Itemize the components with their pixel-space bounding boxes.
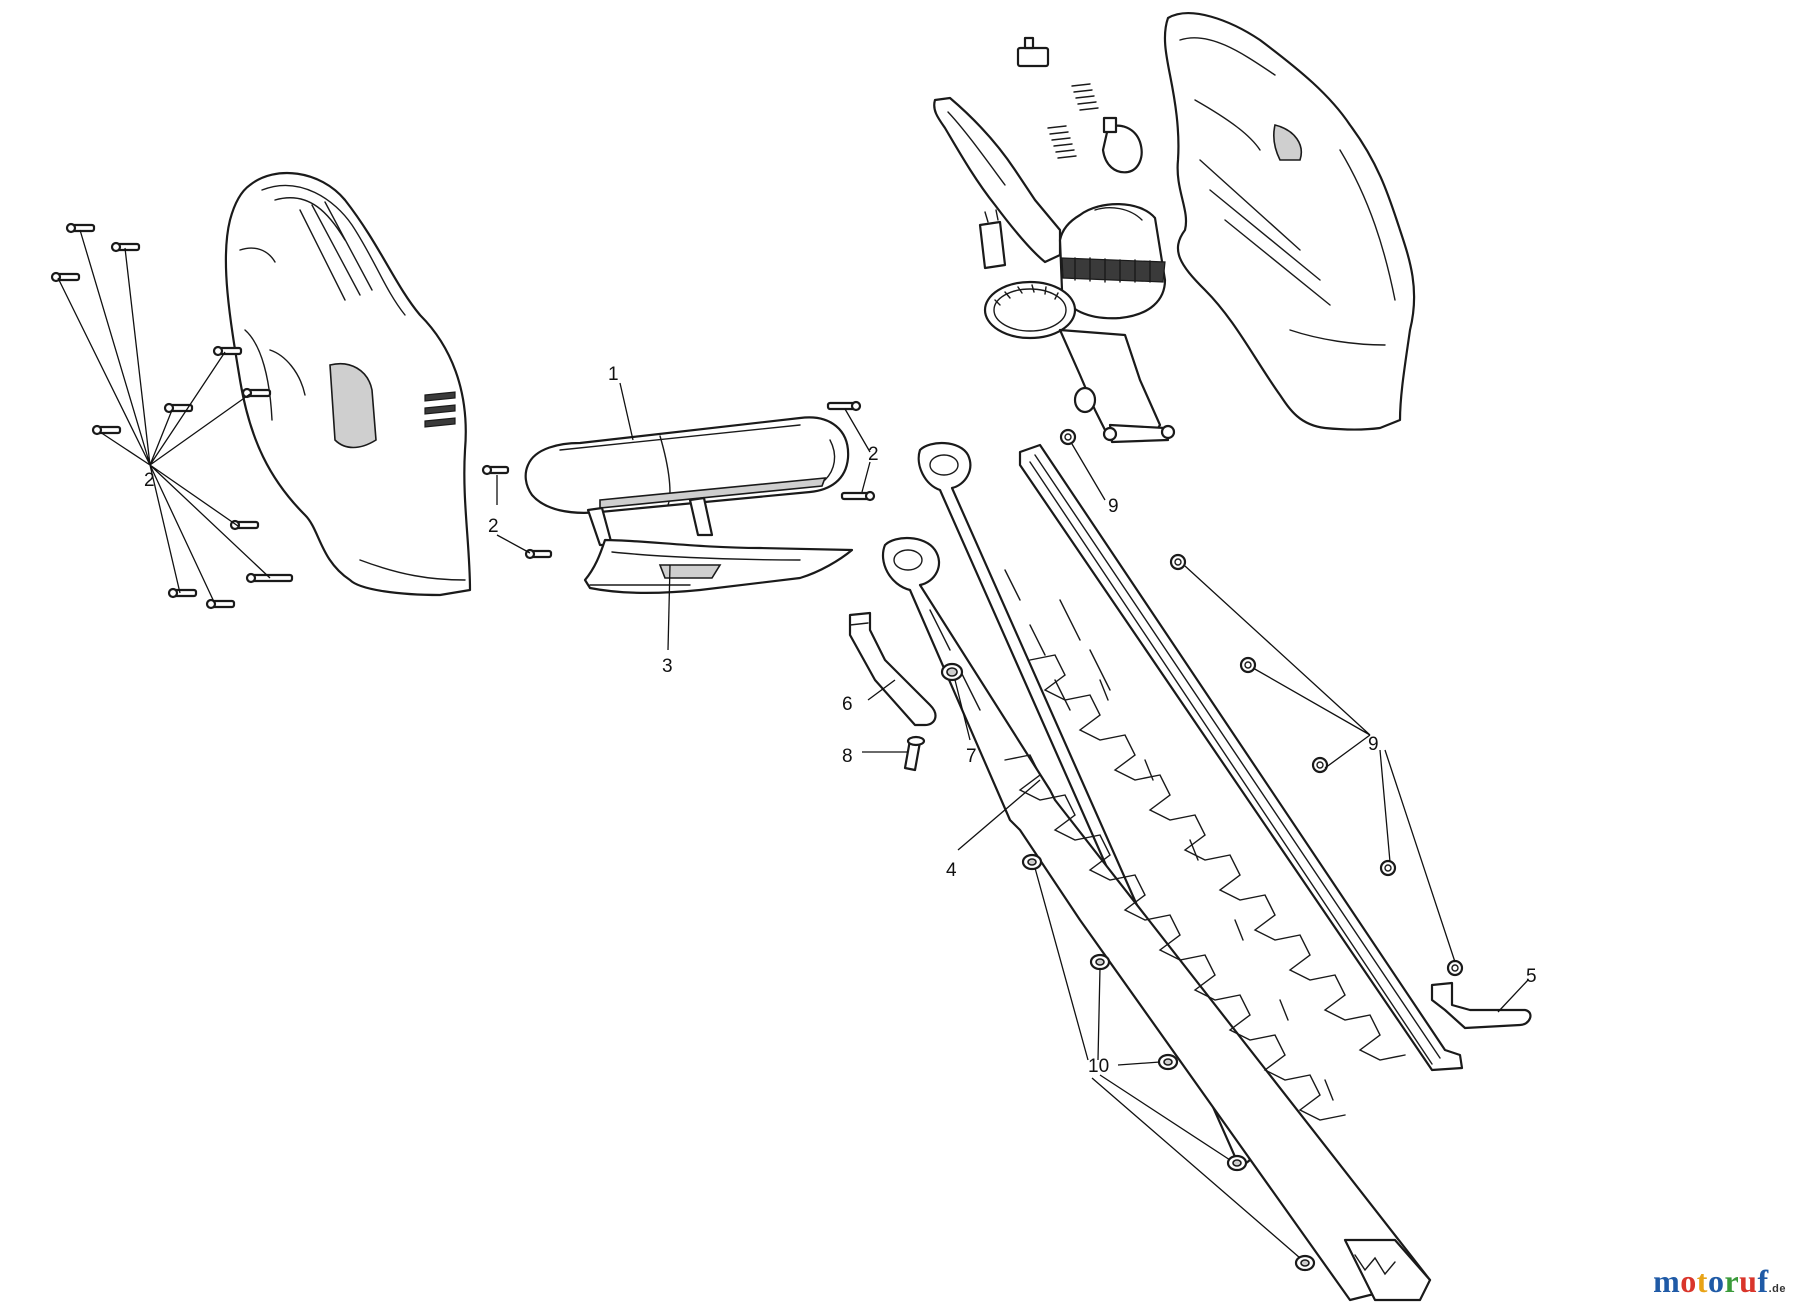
callout-1: 1 <box>608 364 619 385</box>
watermark-letter: f <box>1757 1263 1769 1299</box>
screw <box>110 241 141 253</box>
screw <box>481 464 510 476</box>
callout-9-upper: 9 <box>1108 496 1119 517</box>
watermark-letter: m <box>1653 1263 1681 1299</box>
callout-2-right: 2 <box>868 444 879 465</box>
screw <box>229 519 260 531</box>
watermark-letter: o <box>1707 1263 1725 1299</box>
callout-9-lower: 9 <box>1368 734 1379 755</box>
vent-slots <box>424 391 456 428</box>
screw-cluster-left <box>50 222 876 610</box>
right-housing-half <box>1163 12 1416 431</box>
screw <box>826 400 862 412</box>
washer <box>1089 953 1111 971</box>
bushing <box>940 662 964 682</box>
left-housing-half <box>224 171 472 597</box>
switch <box>1016 36 1050 68</box>
screw <box>205 598 236 610</box>
motor-assembly <box>933 36 1176 444</box>
spring <box>1071 83 1099 111</box>
screw <box>241 387 272 399</box>
trigger-button <box>1101 116 1143 174</box>
leader-lines <box>57 229 1529 1259</box>
callout-3: 3 <box>662 656 673 677</box>
callout-6: 6 <box>842 694 853 715</box>
nut <box>1379 859 1397 877</box>
screw <box>212 345 243 357</box>
screw <box>167 587 198 599</box>
callout-5: 5 <box>1526 966 1537 987</box>
bracket <box>848 611 937 727</box>
callout-4: 4 <box>946 860 957 881</box>
gear-housing <box>1058 328 1176 444</box>
callout-2-middle: 2 <box>488 516 499 537</box>
bolt <box>903 735 926 772</box>
watermark-text: motoruf <box>1653 1263 1768 1299</box>
washer <box>1294 1254 1316 1272</box>
handle-guard <box>583 538 854 594</box>
washer <box>1157 1053 1179 1071</box>
screw <box>524 548 553 560</box>
washer <box>1021 853 1043 871</box>
screw <box>91 424 122 436</box>
gear <box>983 280 1077 340</box>
nut <box>1239 656 1257 674</box>
motor <box>1058 203 1167 320</box>
nut <box>1169 553 1187 571</box>
watermark-letter: o <box>1680 1263 1697 1299</box>
nut <box>1059 428 1077 446</box>
nut <box>1446 959 1464 977</box>
screw <box>50 271 81 283</box>
callout-10: 10 <box>1088 1056 1109 1077</box>
callout-labels: 1 2 2 2 3 4 5 6 7 8 9 9 10 <box>144 364 1537 1077</box>
screw <box>840 490 876 502</box>
motoruf-watermark-logo: motoruf.de <box>1653 1263 1786 1300</box>
screw <box>163 402 194 414</box>
callout-8: 8 <box>842 746 853 767</box>
washers <box>1021 853 1316 1272</box>
spring <box>1047 125 1077 159</box>
callout-7: 7 <box>966 746 977 767</box>
callout-2-left: 2 <box>144 470 155 491</box>
hedge-blade-assembly <box>881 537 1432 1302</box>
plug-connector <box>978 209 1007 270</box>
blade-teeth <box>1004 599 1406 1121</box>
plate <box>1430 981 1532 1030</box>
watermark-letter: u <box>1739 1263 1758 1299</box>
screw <box>245 572 294 584</box>
front-handle <box>524 416 850 547</box>
screw <box>65 222 96 234</box>
watermark-suffix: .de <box>1768 1283 1786 1295</box>
watermark-letter: r <box>1724 1263 1740 1299</box>
blade-guide-rail <box>1018 443 1464 1072</box>
nut <box>1311 756 1329 774</box>
watermark-letter: t <box>1696 1263 1708 1299</box>
washer <box>1226 1154 1248 1172</box>
